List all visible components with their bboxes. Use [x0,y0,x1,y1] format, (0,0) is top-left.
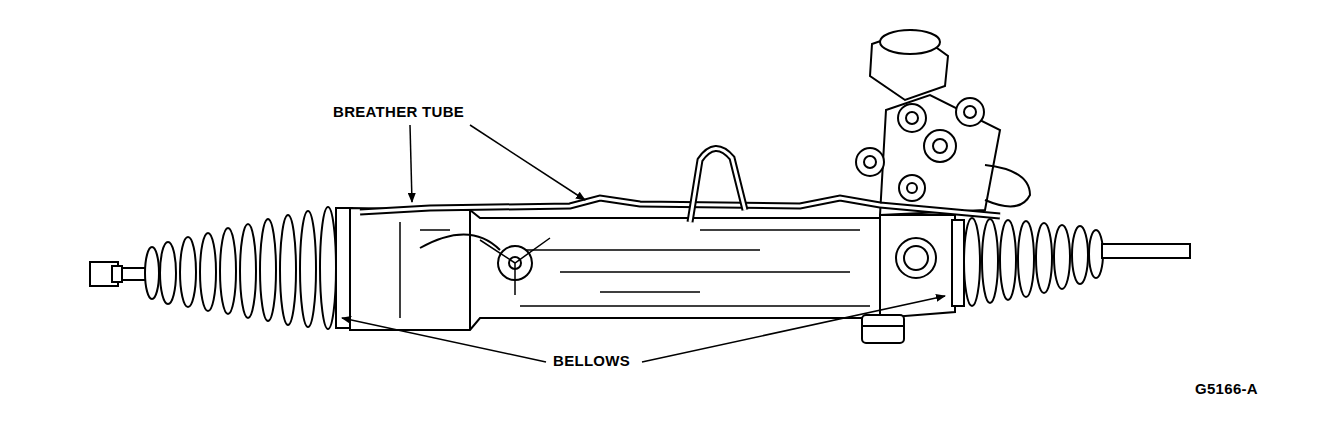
breather-tube [690,148,745,222]
control-valve [907,183,917,193]
control-valve [924,130,956,162]
left-bellows [220,228,236,314]
left-tie-rod [112,266,122,282]
rack-housing [350,208,880,330]
left-bellows [145,247,159,299]
right-bellows [1054,225,1070,289]
leader-line [642,296,945,362]
control-valve [964,106,976,118]
right-bellows [1072,226,1088,284]
right-tie-rod [1102,244,1190,258]
left-bellows [180,237,196,307]
right-bellows [1018,221,1034,297]
rack-housing [400,222,450,318]
control-valve [906,112,918,124]
control-valve [856,148,884,176]
right-bellows [1036,223,1052,293]
leader-line [342,125,945,362]
control-valve [880,30,940,54]
control-valve [933,139,947,153]
valve-body [862,325,904,327]
left-bellows [200,233,216,311]
part-label: BELLOWS [553,352,630,369]
rack-housing [350,208,880,330]
left-bellows [240,224,256,318]
rack-housing [700,229,860,231]
control-valve [870,30,948,100]
control-valve [899,175,925,201]
figure-code: G5166-A [1195,380,1258,397]
right-bellows [1089,230,1103,278]
breather-tube [360,198,1000,216]
control-valve [898,104,926,132]
control-valve [880,95,1000,215]
breather-tube [360,148,1000,222]
left-bellows [160,242,176,304]
left-bellows [280,215,296,325]
control-valve [985,165,1030,206]
leader-line [470,125,585,200]
rack-housing [420,234,500,250]
valve-body [904,246,928,270]
right-bellows [982,219,998,303]
rack-housing [520,250,870,306]
left-bellows [300,211,316,327]
breather-tube [690,148,745,222]
leader-line [342,318,546,362]
right-tie-rod [1102,244,1190,258]
valve-body [862,315,904,343]
rack-housing [469,210,471,330]
control-valve [956,98,984,126]
right-bellows [1000,220,1016,300]
left-bellows [320,207,336,329]
rack-housing [480,238,550,295]
part-label: BREATHER TUBE [333,103,464,120]
left-bellows [260,219,276,321]
left-bellows [145,207,352,329]
breather-tube [360,198,1000,216]
leader-line [410,125,412,202]
control-valve [856,30,1030,215]
right-bellows [964,218,980,306]
valve-body [896,238,936,278]
valve-body [862,215,955,343]
right-bellows [952,218,1103,306]
right-bellows [952,220,964,306]
control-valve [864,156,876,168]
